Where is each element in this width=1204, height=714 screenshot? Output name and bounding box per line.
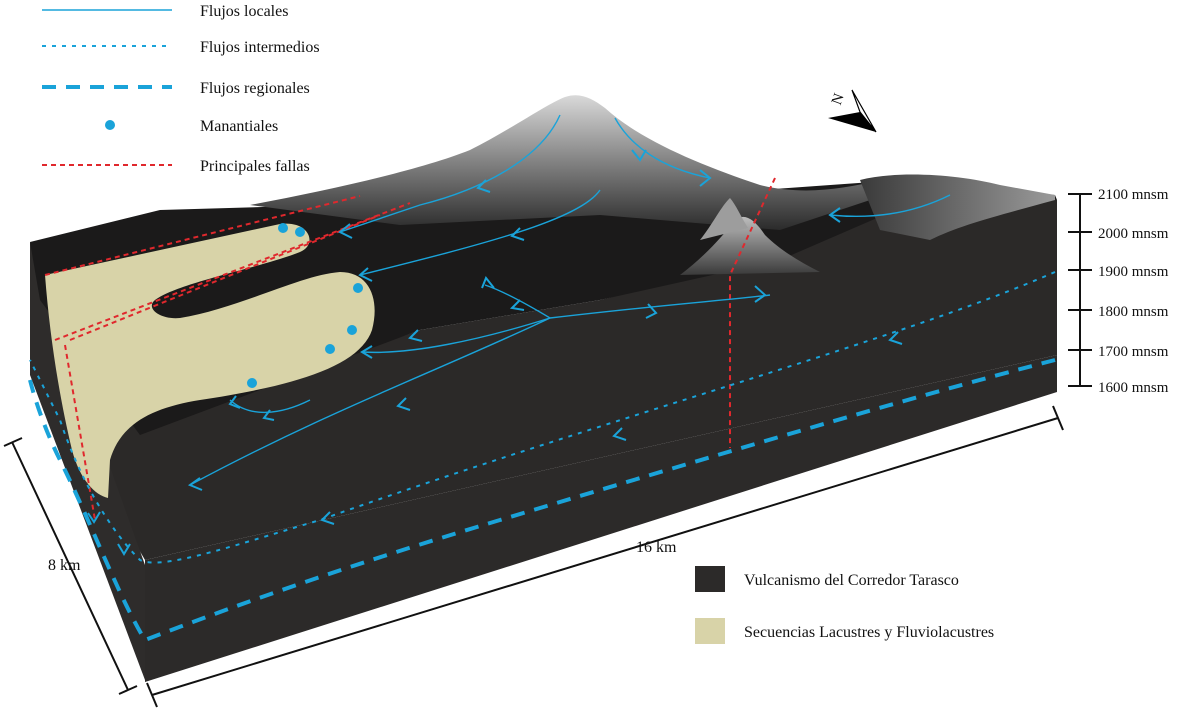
north-arrow: N bbox=[828, 90, 876, 132]
elevation-label: 1900 mnsm bbox=[1098, 264, 1169, 280]
legend-label-regional: Flujos regionales bbox=[200, 80, 310, 97]
elevation-label: 1800 mnsm bbox=[1098, 304, 1169, 320]
legend-label-springs: Manantiales bbox=[200, 118, 278, 135]
width-cap bbox=[119, 686, 137, 694]
elevation-label: 2100 mnsm bbox=[1098, 187, 1169, 203]
legend-label-local: Flujos locales bbox=[200, 3, 288, 20]
legend-swatch-volcanism bbox=[695, 566, 725, 592]
elevation-labels: 2100 mnsm 2000 mnsm 1900 mnsm 1800 mnsm … bbox=[1098, 187, 1169, 396]
spring-dot bbox=[353, 283, 363, 293]
length-label: 16 km bbox=[636, 539, 677, 556]
elevation-label: 1600 mnsm bbox=[1098, 380, 1169, 396]
elevation-scale bbox=[1068, 194, 1092, 386]
north-label: N bbox=[829, 91, 848, 107]
length-cap bbox=[1053, 406, 1063, 430]
spring-dot bbox=[247, 378, 257, 388]
spring-dot bbox=[347, 325, 357, 335]
legend-label-faults: Principales fallas bbox=[200, 158, 310, 175]
elevation-label: 2000 mnsm bbox=[1098, 226, 1169, 242]
width-label: 8 km bbox=[48, 557, 81, 574]
spring-dot bbox=[295, 227, 305, 237]
legend-label-intermediate: Flujos intermedios bbox=[200, 39, 320, 56]
legend-label-volcanism: Vulcanismo del Corredor Tarasco bbox=[744, 572, 959, 589]
elevation-label: 1700 mnsm bbox=[1098, 344, 1169, 360]
legend-label-lacustrine: Secuencias Lacustres y Fluviolacustres bbox=[744, 624, 994, 641]
legend-top: Flujos locales Flujos intermedios Flujos… bbox=[42, 3, 320, 175]
legend-swatch-lacustrine bbox=[695, 618, 725, 644]
spring-dot bbox=[325, 344, 335, 354]
legend-symbol-spring bbox=[105, 120, 115, 130]
legend-bottom: Vulcanismo del Corredor Tarasco Secuenci… bbox=[695, 566, 994, 644]
spring-dot bbox=[278, 223, 288, 233]
length-cap bbox=[147, 683, 157, 707]
